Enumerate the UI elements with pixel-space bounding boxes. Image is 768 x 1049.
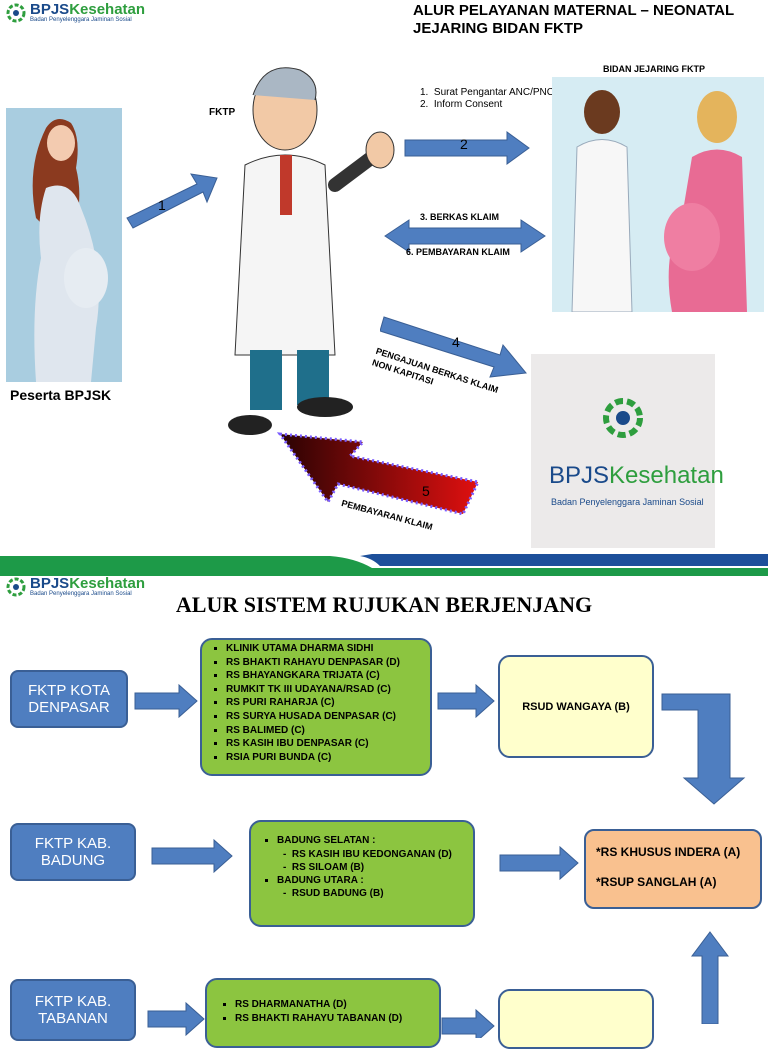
- arrow-5: [276, 432, 481, 516]
- logo2-text-bpjs: BPJS: [30, 575, 70, 592]
- denpasar-hospital-item: RS BALIMED (C): [226, 724, 424, 738]
- logo-text-bpjs: BPJS: [30, 1, 70, 18]
- arrow-tabanan-list-to-next: [441, 1008, 495, 1038]
- tabanan-hospital-item: RS DHARMANATHA (D): [235, 998, 429, 1012]
- maternal-title-line1: ALUR PELAYANAN MATERNAL – NEONATAL: [413, 2, 735, 19]
- badung-selatan-heading: BADUNG SELATAN :: [277, 834, 465, 848]
- arrow-up-to-sanglah: [691, 931, 729, 1024]
- arrow-badung-to-list: [151, 838, 233, 874]
- denpasar-hospital-item: RS BHAKTI RAHAYU DENPASAR (D): [226, 656, 424, 670]
- denpasar-hospital-item: RUMKIT TK III UDAYANA/RSAD (C): [226, 683, 424, 697]
- fktp-tabanan-box: FKTP KAB. TABANAN: [10, 979, 136, 1041]
- bpjs-logo-icon: [6, 3, 26, 23]
- fktp-badung-box: FKTP KAB. BADUNG: [10, 823, 136, 881]
- bpjs-big-logo-icon: [603, 398, 643, 438]
- arrow-list-to-wangaya: [437, 683, 495, 719]
- step2-list: 1. Surat Pengantar ANC/PNC/KB 2. Inform …: [420, 87, 570, 111]
- step2-item-1: 1. Surat Pengantar ANC/PNC/KB: [420, 87, 571, 98]
- step3-label: 3. BERKAS KLAIM: [420, 212, 500, 222]
- fktp-label: FKTP: [209, 107, 236, 118]
- rsup-sanglah: *RSUP SANGLAH (A): [596, 875, 717, 889]
- bpjs-big-logo-text: BPJSKesehatan: [549, 462, 724, 489]
- fktp-denpasar-box: FKTP KOTA DENPASAR: [10, 670, 128, 728]
- denpasar-hospital-item: RS SURYA HUSADA DENPASAR (C): [226, 710, 424, 724]
- arrow-3-6: [384, 219, 546, 253]
- arrow-4-number: 4: [452, 334, 460, 350]
- arrow-2: [404, 131, 530, 165]
- arrow-badung-list-to-sanglah: [499, 845, 579, 881]
- maternal-title-line2: JEJARING BIDAN FKTP: [413, 20, 584, 37]
- denpasar-hospital-list: KLINIK UTAMA DHARMA SIDHIRS BHAKTI RAHAY…: [200, 638, 432, 776]
- bpjs-logo-slide2: BPJSKesehatan Badan Penyelenggara Jamina…: [6, 575, 146, 597]
- badung-selatan-item-2: - RS SILOAM (B): [283, 861, 365, 873]
- doctor-image: [228, 67, 395, 435]
- arrow-wangaya-to-sanglah: [661, 693, 746, 805]
- logo2-subtitle: Badan Penyelenggara Jaminan Sosial: [30, 591, 132, 597]
- arrow-1: [126, 173, 218, 229]
- maternal-title: ALUR PELAYANAN MATERNAL – NEONATAL JEJAR…: [413, 2, 734, 38]
- rs-rujukan-a-box: *RS KHUSUS INDERA (A) *RSUP SANGLAH (A): [584, 829, 762, 909]
- arrow-5-number: 5: [422, 483, 430, 499]
- tabanan-referral-box: [498, 989, 654, 1049]
- step2-item-2: 2. Inform Consent: [420, 99, 503, 110]
- denpasar-hospital-item: RS BHAYANGKARA TRIJATA (C): [226, 669, 424, 683]
- arrow-1-number: 1: [158, 197, 166, 213]
- badung-selatan-item-1: - RS KASIH IBU KEDONGANAN (D): [283, 848, 452, 860]
- badung-list: BADUNG SELATAN :: [259, 834, 465, 848]
- badung-utara-heading: BADUNG UTARA :: [277, 874, 465, 888]
- slide-divider: [0, 548, 768, 576]
- badung-utara-list: BADUNG UTARA :: [259, 874, 465, 888]
- denpasar-hospital-item: KLINIK UTAMA DHARMA SIDHI: [226, 642, 424, 656]
- arrow-denpasar-to-list: [134, 683, 198, 719]
- bpjs-big-logo-box: BPJSKesehatan Badan Penyelenggara Jamina…: [531, 354, 724, 548]
- arrow-2-number: 2: [460, 136, 468, 152]
- logo-subtitle: Badan Penyelenggara Jaminan Sosial: [30, 17, 132, 23]
- logo-text-kesehatan: Kesehatan: [69, 1, 146, 18]
- logo2-text-kesehatan: Kesehatan: [69, 575, 146, 592]
- denpasar-hospital-item: RS KASIH IBU DENPASAR (C): [226, 737, 424, 751]
- tabanan-hospital-list: RS DHARMANATHA (D)RS BHAKTI RAHAYU TABAN…: [205, 978, 441, 1048]
- rsud-wangaya-box: RSUD WANGAYA (B): [498, 655, 654, 758]
- peserta-label: Peserta BPJSK: [10, 387, 112, 403]
- step6-label: 6. PEMBAYARAN KLAIM: [406, 247, 510, 257]
- bidan-image: [552, 77, 764, 312]
- badung-hospital-list: BADUNG SELATAN : - RS KASIH IBU KEDONGAN…: [249, 820, 475, 927]
- bpjs-logo-icon-2: [6, 577, 26, 597]
- arrow-tabanan-to-list: [147, 1001, 205, 1037]
- tabanan-list: RS DHARMANATHA (D)RS BHAKTI RAHAYU TABAN…: [217, 998, 429, 1025]
- rs-khusus-indera: *RS KHUSUS INDERA (A): [596, 845, 741, 859]
- denpasar-hospital-item: RS PURI RAHARJA (C): [226, 696, 424, 710]
- arrow-4: [380, 316, 527, 378]
- badung-utara-item-1: - RSUD BADUNG (B): [283, 888, 384, 900]
- bidan-label: BIDAN JEJARING FKTP: [603, 64, 706, 74]
- bpjs-big-logo-subtitle: Badan Penyelenggara Jaminan Sosial: [551, 497, 704, 507]
- rujukan-title: ALUR SISTEM RUJUKAN BERJENJANG: [175, 592, 593, 617]
- denpasar-hospital-item: RSIA PURI BUNDA (C): [226, 751, 424, 765]
- pregnant-woman-image: [6, 108, 122, 382]
- tabanan-hospital-item: RS BHAKTI RAHAYU TABANAN (D): [235, 1012, 429, 1026]
- denpasar-list: KLINIK UTAMA DHARMA SIDHIRS BHAKTI RAHAY…: [208, 642, 424, 764]
- bpjs-logo-top: BPJSKesehatan Badan Penyelenggara Jamina…: [6, 1, 146, 23]
